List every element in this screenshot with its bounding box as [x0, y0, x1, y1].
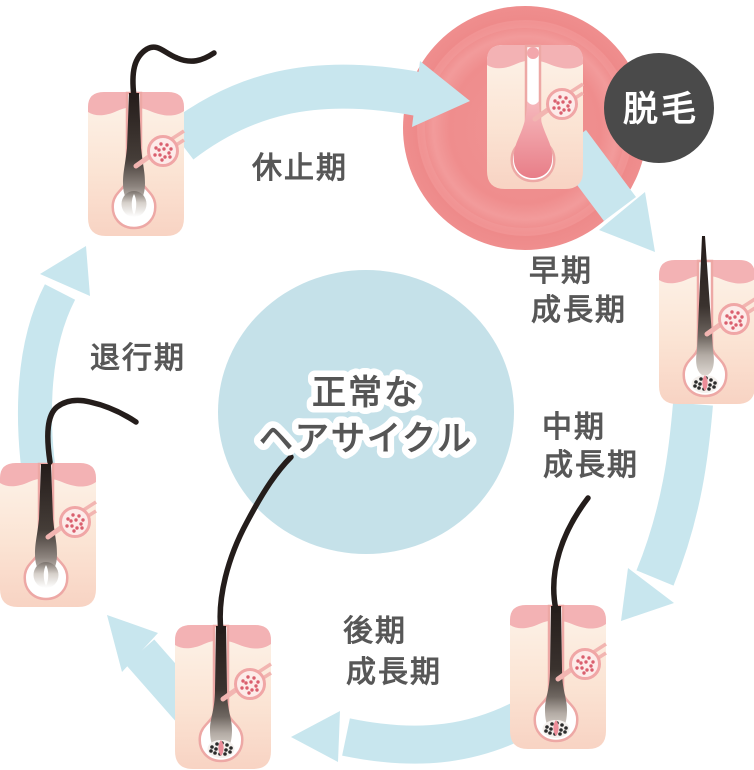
hair-strand — [130, 44, 217, 100]
label-telogen: 休止期 — [251, 151, 348, 186]
follicle-catagen — [0, 397, 139, 607]
label-early-anagen-line1: 早期 — [529, 254, 593, 289]
club-notch — [43, 565, 49, 586]
sebaceous-gland — [45, 500, 97, 540]
hair-sprout — [696, 236, 714, 376]
empty-channel-stub — [527, 47, 539, 59]
hair-shaft — [210, 626, 232, 752]
label-late-anagen-line2: 成長期 — [346, 655, 442, 690]
badge-circle — [604, 53, 714, 163]
hair-strand — [45, 397, 139, 465]
center-circle — [218, 270, 514, 554]
follicles — [0, 44, 754, 769]
papilla-notch — [218, 740, 224, 756]
follicle-telogen — [88, 44, 217, 236]
label-late-anagen-line1: 後期 — [343, 614, 407, 649]
hair-strand — [551, 495, 591, 613]
hair-strand — [217, 454, 294, 634]
arrow-mid-to-late-anagen — [291, 693, 548, 764]
stage-labels: 休止期 退行期 早期 成長期 中期 成長期 後期 成長期 — [90, 151, 639, 690]
follicle-early-anagen — [659, 236, 754, 404]
papilla-notch — [702, 375, 708, 391]
hair-shaft — [123, 93, 145, 203]
center-title-line1: 正常な — [312, 373, 420, 413]
label-catagen: 退行期 — [90, 341, 186, 376]
hair-shaft — [35, 464, 57, 574]
label-mid-anagen-line2: 成長期 — [543, 448, 639, 483]
follicle-shedding — [487, 44, 584, 189]
club-notch — [131, 194, 137, 215]
sebaceous-gland — [532, 82, 584, 122]
sebaceous-gland — [555, 642, 607, 682]
sebaceous-gland — [220, 662, 272, 702]
papilla-notch — [553, 720, 559, 736]
badge-label: 脱毛 — [623, 90, 699, 130]
center-title-line2: ヘアサイクル — [259, 419, 473, 459]
sebaceous-gland — [133, 129, 185, 169]
shedding-badge: 脱毛 — [604, 53, 714, 163]
arrow-early-to-mid-anagen — [621, 402, 713, 621]
sebaceous-gland — [704, 297, 754, 337]
center-title: 正常な ヘアサイクル — [252, 367, 477, 466]
hair-shaft — [545, 606, 567, 732]
follicle-late-anagen — [175, 454, 294, 769]
follicle-mid-anagen — [510, 495, 607, 749]
arrow-telogen-to-shedding — [166, 61, 470, 160]
label-early-anagen-line2: 成長期 — [531, 293, 627, 328]
label-mid-anagen-line1: 中期 — [542, 410, 606, 445]
regressed-bulb — [513, 101, 553, 178]
